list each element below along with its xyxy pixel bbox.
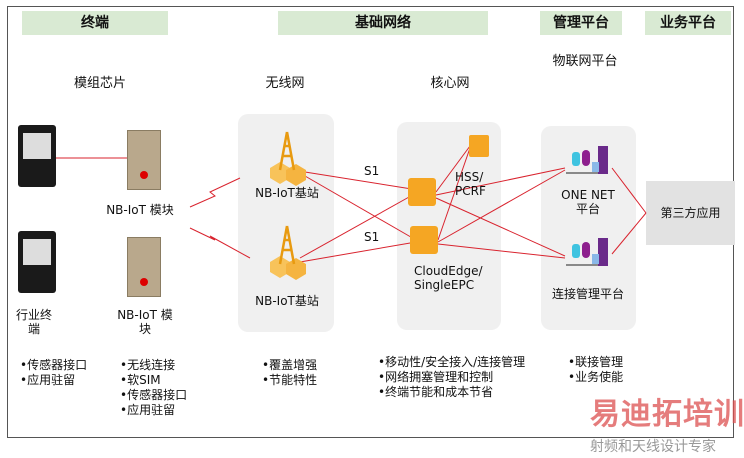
industry-terminal-label: 行业终端 [15, 308, 52, 336]
hss-label: HSS/ PCRF [455, 170, 486, 198]
bullet: •应用驻留 [20, 373, 76, 387]
base-station-label-2: NB-IoT基站 [255, 294, 319, 308]
bullets-module: •无线连接•软SIM•传感器接口•应用驻留 [120, 358, 187, 418]
module-label-1: NB-IoT 模块 [106, 203, 174, 217]
watermark-subtitle: 射频和天线设计专家 [590, 439, 716, 455]
bullet: •传感器接口 [20, 358, 88, 372]
bullet: •传感器接口 [120, 388, 188, 402]
onenet-server-icon [566, 146, 608, 174]
section-wireless: 无线网 [265, 76, 305, 91]
bullet: •节能特性 [262, 373, 318, 387]
header-mgmt: 管理平台 [540, 11, 622, 35]
hss-server-icon [469, 135, 489, 157]
link [437, 243, 566, 259]
bullet: •无线连接 [120, 358, 176, 372]
bullet: •终端节能和成本节省 [378, 385, 494, 399]
bullets-platform: •联接管理•业务使能 [568, 355, 623, 385]
cloudedge-label: CloudEdge/ SingleEPC [414, 264, 483, 292]
link [299, 241, 417, 263]
radio-link-1 [189, 177, 241, 208]
watermark-logo: 易迪拓培训 [590, 397, 744, 432]
header-business: 业务平台 [645, 11, 731, 35]
bullet: •业务使能 [568, 370, 624, 384]
bullets-wireless: •覆盖增强•节能特性 [262, 358, 317, 388]
link [437, 169, 566, 243]
link [611, 167, 647, 214]
core-switch-icon-1 [408, 178, 436, 206]
base-station-icon-1 [270, 131, 306, 186]
conn-mgmt-server-icon [566, 238, 608, 266]
core-switch-icon-2 [410, 226, 438, 254]
link [435, 197, 566, 257]
nb-iot-module-1 [127, 130, 161, 190]
meter-device-2 [18, 231, 56, 293]
link [435, 145, 471, 193]
bullet: •网络拥塞管理和控制 [378, 370, 494, 384]
conn-mgmt-label: 连接管理平台 [552, 287, 625, 301]
bullet: •覆盖增强 [262, 358, 318, 372]
link [437, 147, 471, 241]
link [435, 167, 566, 196]
meter-device-1 [18, 125, 56, 187]
link [611, 212, 647, 255]
radio-link-2 [189, 227, 251, 259]
base-station-label-1: NB-IoT基站 [255, 186, 319, 200]
s1-label-2: S1 [364, 230, 380, 244]
section-core: 核心网 [430, 76, 470, 91]
section-chip: 模组芯片 [73, 76, 126, 91]
link [304, 171, 419, 191]
wireless-panel [238, 114, 334, 332]
onenet-label: ONE NET 平台 [561, 188, 615, 216]
bullet: •应用驻留 [120, 403, 176, 417]
bullet: •联接管理 [568, 355, 624, 369]
link [304, 175, 417, 241]
bullet: •软SIM [120, 373, 161, 387]
s1-label-1: S1 [364, 164, 380, 178]
bullets-core: •移动性/安全接入/连接管理•网络拥塞管理和控制•终端节能和成本节省 [378, 355, 525, 400]
bullet: •移动性/安全接入/连接管理 [378, 355, 526, 369]
nb-iot-module-2 [127, 237, 161, 297]
bullets-terminal: •传感器接口•应用驻留 [20, 358, 87, 388]
module-label-2: NB-IoT 模块 [117, 308, 173, 336]
third-party-app: 第三方应用 [646, 181, 735, 245]
link [299, 191, 419, 259]
header-terminal: 终端 [22, 11, 168, 35]
header-network: 基础网络 [278, 11, 488, 35]
base-station-icon-2 [270, 225, 306, 280]
section-iot-platform: 物联网平台 [552, 54, 618, 69]
